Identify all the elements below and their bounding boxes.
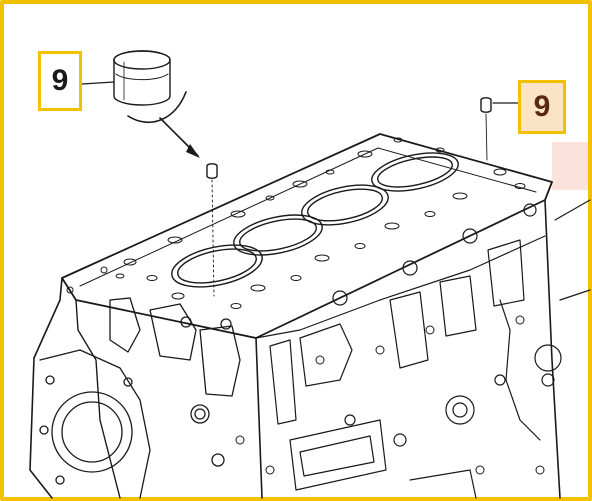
part-callout-left: 9 [38, 51, 82, 111]
side-tab-highlight [552, 142, 592, 190]
leader-left [81, 81, 115, 85]
deck-holes [115, 137, 526, 309]
part-callout-right: 9 [518, 80, 566, 134]
dowel-sleeve-detail [113, 50, 171, 106]
dowel-right [480, 97, 492, 161]
front-face-features [39, 297, 241, 499]
bolt-holes [66, 266, 545, 475]
cylinder-bores [171, 152, 459, 288]
dowel-left [206, 163, 218, 297]
block-deck-outline [61, 133, 553, 339]
callout-number: 9 [533, 90, 551, 123]
callout-number: 9 [51, 64, 69, 97]
block-front-face [29, 277, 63, 499]
side-face-features [269, 199, 591, 499]
